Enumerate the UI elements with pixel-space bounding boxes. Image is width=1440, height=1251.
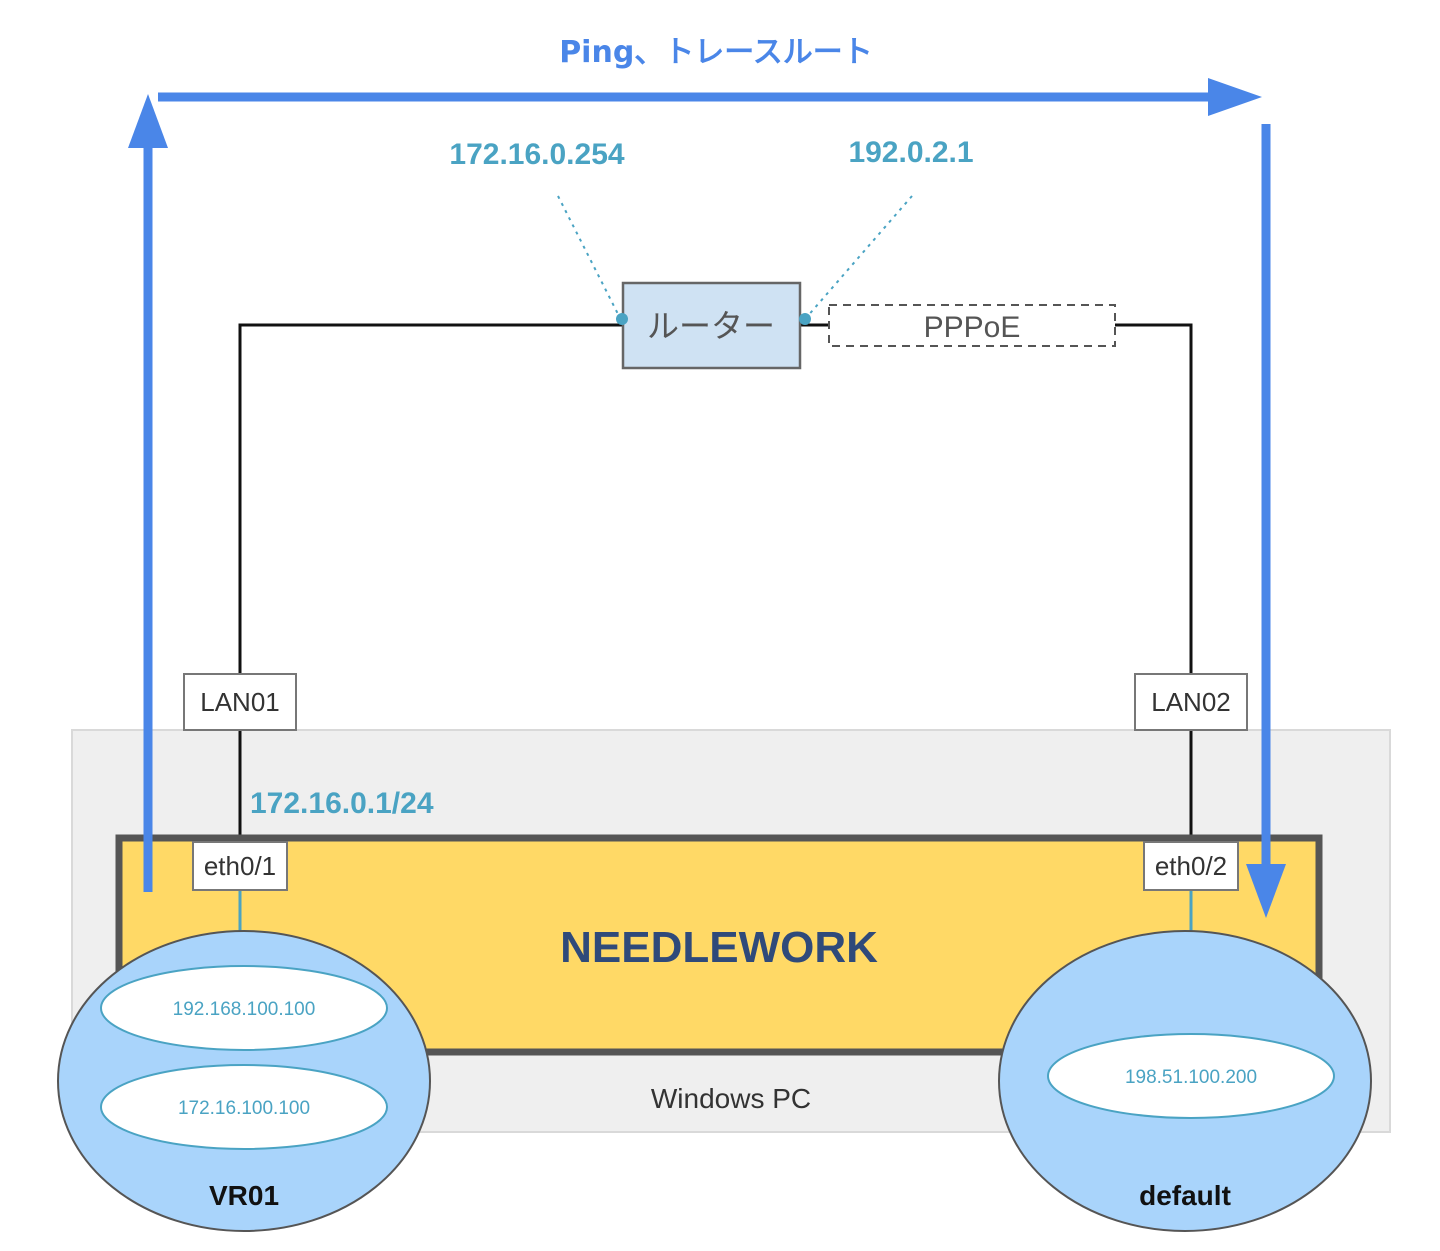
eth02-box — [1143, 841, 1239, 891]
ping-arrow-across-head — [1208, 78, 1262, 116]
ping-arrow-down-head — [1246, 864, 1286, 918]
router-wan-port — [799, 313, 811, 325]
router-wan-ip: 192.0.2.1 — [848, 136, 973, 169]
vr01-ip-2-ellipse — [100, 1064, 388, 1150]
router-lan-ip: 172.16.0.254 — [449, 138, 624, 171]
router-lan-port — [616, 313, 628, 325]
lan01-label: LAN01 — [200, 687, 280, 717]
pppoe-box — [828, 304, 1116, 347]
vr01-ip-2: 172.16.100.100 — [178, 1098, 310, 1119]
lan01-box — [183, 673, 297, 731]
diagram-title: Ping、トレースルート — [559, 35, 873, 70]
router-label: ルーター — [647, 307, 775, 345]
vr01-ip-1-ellipse — [100, 965, 388, 1051]
link-lan02 — [1115, 323, 1193, 838]
link-lan01 — [238, 323, 622, 838]
windows-pc-label: Windows PC — [651, 1083, 811, 1114]
lan02-label: LAN02 — [1151, 687, 1231, 717]
device-name: NEEDLEWORK — [560, 923, 878, 972]
vr01-name: VR01 — [209, 1180, 279, 1211]
lan02-box — [1134, 673, 1248, 731]
default-ip-1: 198.51.100.200 — [1125, 1067, 1257, 1088]
eth02-label: eth0/2 — [1155, 851, 1227, 881]
default-name: default — [1139, 1180, 1231, 1211]
leader-wan-ip — [805, 195, 913, 319]
leader-lan-ip — [557, 195, 621, 319]
eth01-ip: 172.16.0.1/24 — [250, 787, 434, 820]
pppoe-label: PPPoE — [924, 311, 1021, 344]
router-box — [621, 281, 802, 370]
eth01-box — [192, 841, 288, 891]
eth01-label: eth0/1 — [204, 851, 276, 881]
ping-arrow-up-head — [128, 94, 168, 148]
default-ip-1-ellipse — [1047, 1033, 1335, 1119]
vr01-ip-1: 192.168.100.100 — [173, 999, 316, 1020]
